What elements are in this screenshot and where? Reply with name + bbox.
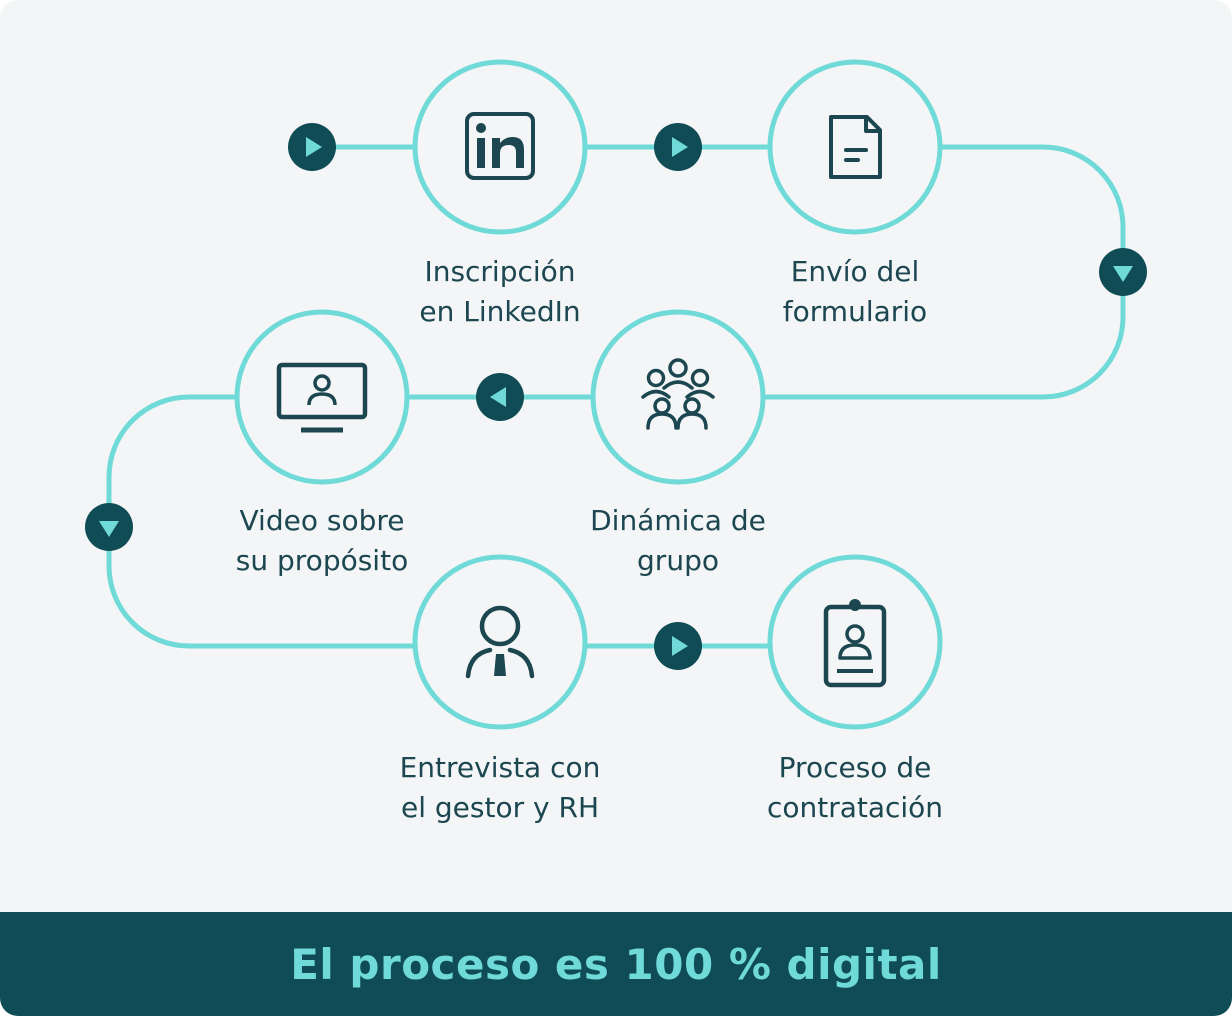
process-flow-diagram [85, 59, 1147, 730]
footer-title: El proceso es 100 % digital [290, 939, 942, 989]
step-label-line: Proceso de [778, 751, 932, 784]
linkedin-icon [465, 112, 535, 180]
arrow-down-icon [1099, 248, 1147, 296]
step-circle-video [234, 309, 410, 485]
step-label-group: Dinámica de grupo [548, 501, 808, 581]
step-label-line: Envío del [790, 255, 920, 288]
document-icon [829, 115, 882, 179]
person-tie-icon [465, 605, 535, 679]
step-label-line: Entrevista con [399, 751, 601, 784]
step-circle-form [767, 59, 943, 235]
step-label-line: Inscripción [424, 255, 576, 288]
step-label-hiring: Proceso de contratación [725, 748, 985, 828]
step-label-linkedin: Inscripción en LinkedIn [370, 252, 630, 332]
step-label-line: su propósito [235, 544, 409, 577]
monitor-user-icon [276, 362, 368, 433]
arrow-right-icon [654, 622, 702, 670]
arrow-right-icon [288, 123, 336, 171]
arrow-right-icon [654, 123, 702, 171]
step-label-line: el gestor y RH [401, 791, 599, 824]
id-badge-icon [823, 599, 887, 688]
step-label-line: en LinkedIn [419, 295, 581, 328]
step-label-form: Envío del formulario [725, 252, 985, 332]
step-label-line: Dinámica de [590, 504, 766, 537]
step-label-line: Video sobre [239, 504, 405, 537]
footer-banner: El proceso es 100 % digital [0, 912, 1232, 1016]
group-icon [641, 358, 715, 430]
step-label-line: formulario [782, 295, 928, 328]
step-label-interview: Entrevista con el gestor y RH [370, 748, 630, 828]
step-label-line: grupo [637, 544, 719, 577]
arrow-left-icon [476, 373, 524, 421]
step-circle-group [590, 309, 766, 485]
arrow-down-icon [85, 503, 133, 551]
step-label-video: Video sobre su propósito [192, 501, 452, 581]
step-label-line: contratación [766, 791, 944, 824]
